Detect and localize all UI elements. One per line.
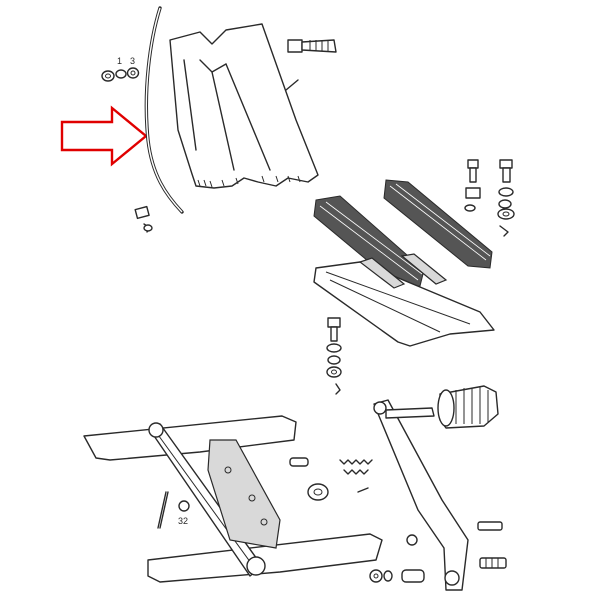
pedal-cover-mat [169,23,319,189]
fastener-stack-center [326,317,342,395]
callout-1: 1 [117,56,122,66]
pin-and-spring-parts [289,457,373,501]
nut-washer-group-left: 1 3 [101,56,140,82]
clip-bracket-left [134,205,153,233]
callout-3: 3 [130,56,135,66]
pedal-rubber-block [437,385,499,429]
hardware-group-right [464,159,515,237]
red-indicator-arrow [60,105,148,167]
bottom-washers-bolts [369,521,507,583]
bolt-top [287,39,337,53]
pedal-pad-upper [383,179,493,269]
split-pin-left: 32 [157,491,190,529]
pedal-lever-arm [373,399,469,591]
pedal-base-plate [313,253,495,347]
callout-32: 32 [178,516,188,526]
lower-frame-assembly [83,415,383,583]
curved-rod [144,6,184,214]
pedal-pad-middle [313,195,425,287]
